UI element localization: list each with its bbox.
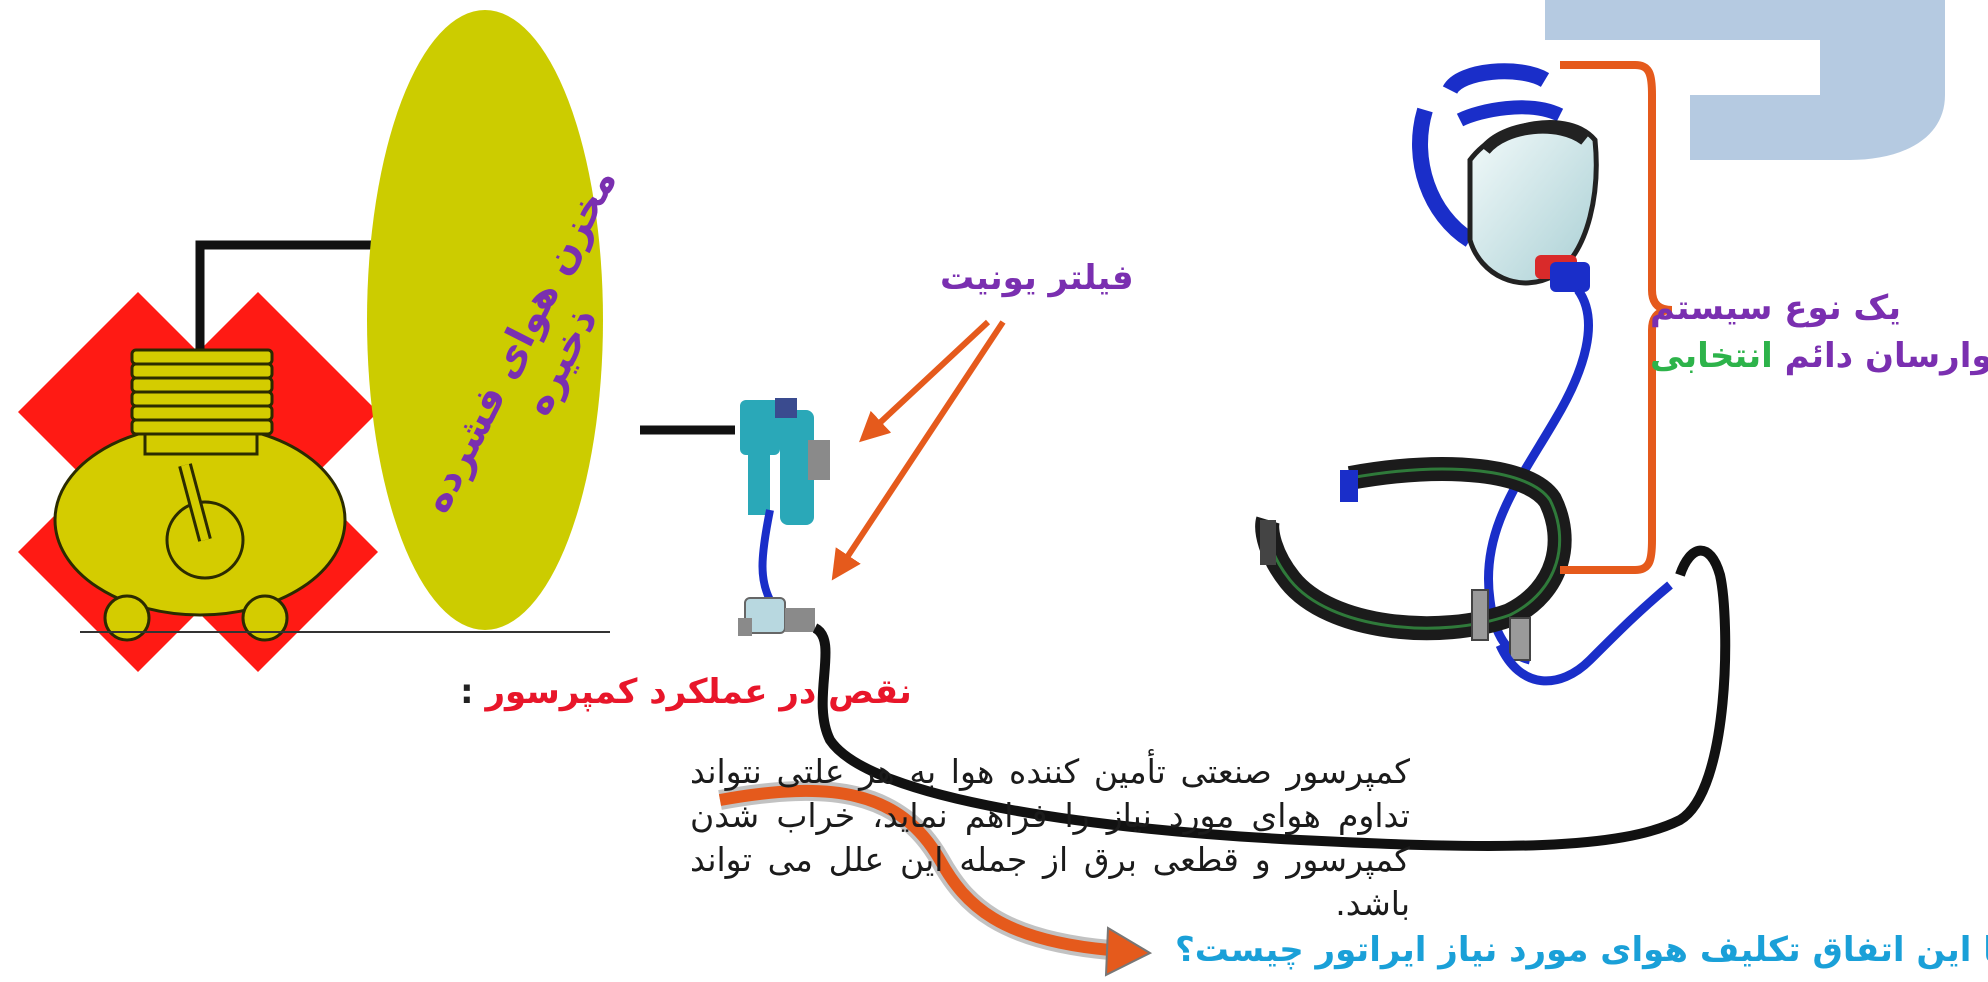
filter-unit-icon	[738, 398, 830, 636]
system-label-highlight: انتخابی	[1650, 336, 1773, 376]
defect-title-text: نقص در عملکرد کمپرسور	[485, 672, 912, 712]
defect-title: نقص در عملکرد کمپرسور :	[460, 672, 912, 712]
filter-label-arrows	[831, 319, 1006, 581]
system-label-line2: هوارسان دائم انتخابی	[1650, 336, 1988, 376]
question-text: با این اتفاق تکلیف هوای مورد نیاز ایراتو…	[1175, 930, 1988, 970]
defect-title-colon: :	[460, 672, 474, 712]
defect-description: کمپرسور صنعتی تأمین کننده هوا به هر علتی…	[690, 752, 1410, 923]
system-label-main: هوارسان دائم	[1784, 336, 1988, 376]
compressor-icon	[18, 240, 610, 672]
belt-icon	[1255, 457, 1673, 686]
system-bracket	[1560, 61, 1673, 574]
storage-tank	[367, 10, 603, 630]
watermark-logo	[1545, 0, 1945, 160]
filter-unit-label: فیلتر یونیت	[940, 258, 1134, 298]
air-supply-hose	[812, 545, 1731, 851]
system-label-line1: یک نوع سیستم	[1650, 288, 1902, 328]
